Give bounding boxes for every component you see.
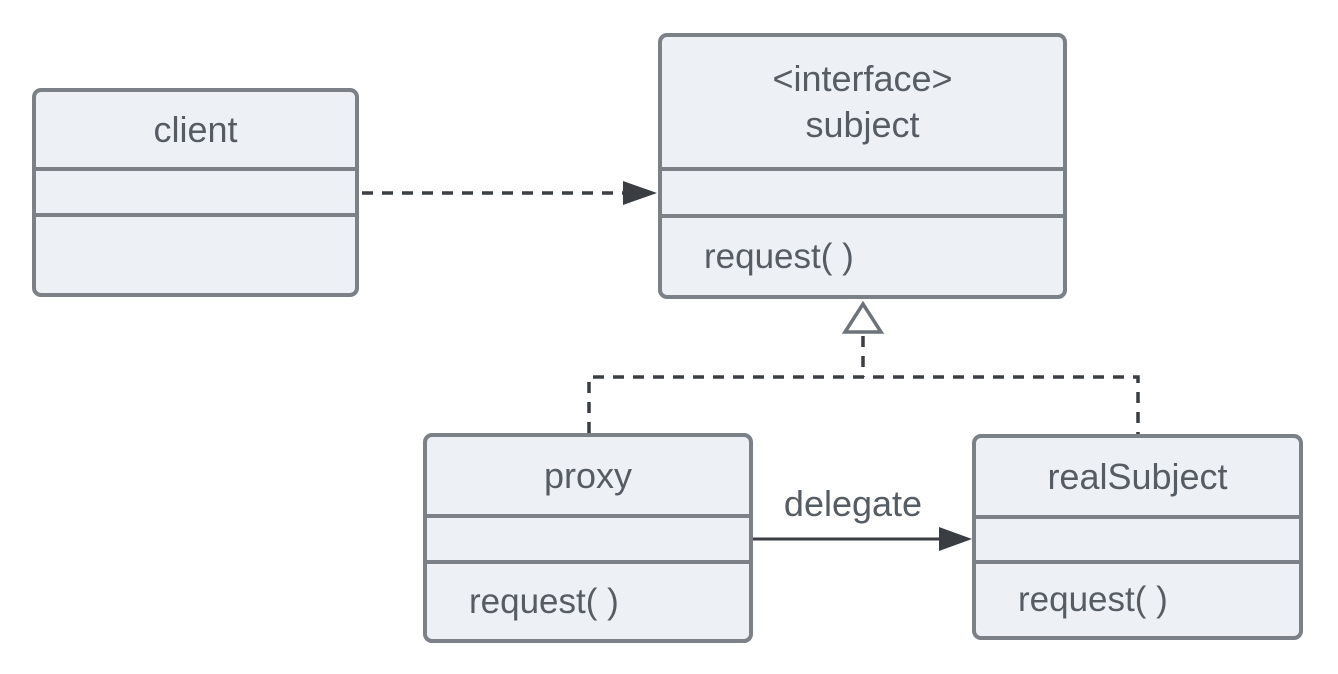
- class-name: realSubject: [1047, 455, 1228, 497]
- class-name: subject: [805, 104, 920, 145]
- class-box-proxy: proxy request( ): [423, 433, 753, 643]
- class-name: client: [153, 108, 238, 150]
- attributes-compartment: [976, 515, 1299, 560]
- operations-compartment: request( ): [427, 560, 749, 639]
- class-box-subject: <interface> subject request( ): [658, 33, 1067, 299]
- class-box-realsubject: realSubject request( ): [972, 434, 1303, 640]
- operation-label: request( ): [1018, 580, 1168, 619]
- delegate-edge-label: delegate: [783, 483, 923, 524]
- attributes-compartment: [662, 167, 1063, 214]
- stereotype-label: <interface>: [772, 58, 953, 99]
- operation-label: request( ): [469, 581, 619, 621]
- attributes-compartment: [427, 514, 749, 560]
- arrowhead-icon: [623, 181, 657, 205]
- class-box-client: client: [32, 88, 359, 297]
- attributes-compartment: [36, 167, 355, 213]
- class-title-compartment: client: [36, 92, 355, 167]
- realization-triangle-icon: [841, 300, 885, 334]
- operations-compartment: request( ): [976, 560, 1299, 636]
- association-arrow-proxy-to-realsubject: [753, 527, 972, 551]
- class-name: proxy: [543, 454, 633, 496]
- arrowhead-icon: [939, 527, 972, 551]
- operations-compartment: request( ): [662, 214, 1063, 295]
- operation-label: request( ): [704, 236, 854, 276]
- operations-compartment: [36, 213, 355, 293]
- class-title-compartment: proxy: [427, 437, 749, 514]
- class-title-compartment: <interface> subject: [662, 37, 1063, 167]
- class-title-compartment: realSubject: [976, 438, 1299, 515]
- realization-connector: [587, 300, 1140, 434]
- dependency-arrow-client-to-subject: [362, 181, 657, 205]
